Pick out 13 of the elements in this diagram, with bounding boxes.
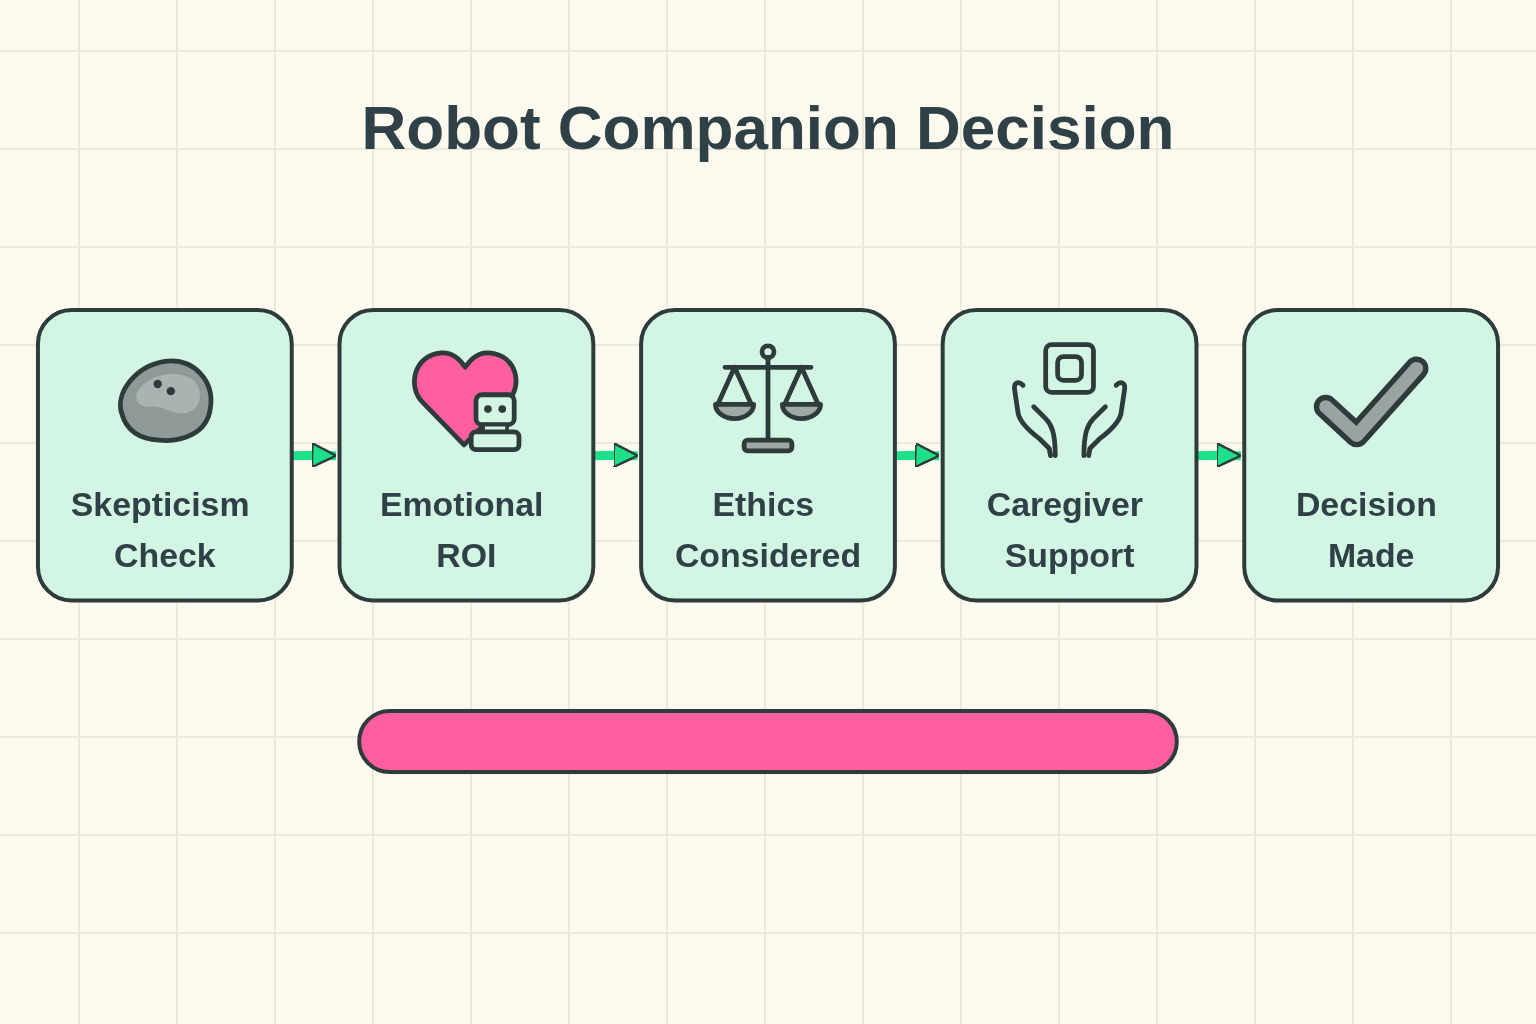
process-box [337,307,596,603]
node-label: Emotional ROI [378,484,545,576]
node-label: Decision Made [1294,484,1438,576]
arrow [895,442,941,469]
title: Robot Companion Decision [361,93,1175,162]
process-box [35,307,294,603]
process-box [639,307,897,603]
process-box [940,307,1199,603]
arrow [292,442,338,469]
process-box [1242,307,1501,603]
node-label: Ethics Considered [673,484,863,576]
node-label: Caregiver Support [985,484,1144,576]
node-label: Skepticism Check [69,484,251,576]
